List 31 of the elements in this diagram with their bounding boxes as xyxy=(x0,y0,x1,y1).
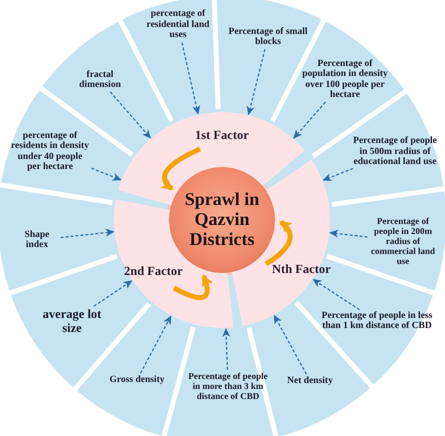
indicator-label: Percentage of people in 200m radius of commercial land use xyxy=(369,216,437,266)
arrow xyxy=(322,168,354,181)
indicator-label: Percentage of population in density over 100 people per hectare xyxy=(299,58,391,101)
indicator-label: Percentage of people in less than 1 km distance of CBD xyxy=(319,310,435,332)
arrow xyxy=(91,168,122,181)
indicator-label: average lot size xyxy=(41,307,103,335)
arrow xyxy=(181,42,200,115)
indicator-label: Percentage of people in 500m radius of educational land use xyxy=(353,136,437,168)
arrow xyxy=(60,228,115,238)
indicator-label: Shape index xyxy=(15,230,59,251)
arrow xyxy=(312,279,360,310)
factor-label: 1st Factor xyxy=(195,128,249,143)
arrow xyxy=(140,315,172,374)
curved-arrow xyxy=(172,274,213,300)
indicator-label: Percentage of small blocks xyxy=(228,26,308,48)
curved-arrow xyxy=(160,146,202,191)
arrow xyxy=(222,328,230,370)
arrow xyxy=(94,280,132,307)
indicator-label: Percentage of people in more than 3 km distance of CBD xyxy=(187,371,269,402)
arrow xyxy=(329,230,368,238)
indicator-label: percentage of residential land uses xyxy=(137,9,219,41)
indicator-label: Gross density xyxy=(95,374,179,386)
indicator-label: Net density xyxy=(275,376,345,386)
arrow xyxy=(293,102,326,139)
indicator-label: percentage of residents in density under 40 people per hectare xyxy=(10,130,90,173)
curved-arrow xyxy=(264,220,293,266)
factor-label: Nth Factor xyxy=(272,262,331,277)
arrow xyxy=(274,314,307,374)
indicator-label: fractal dimension xyxy=(70,70,130,91)
arrow xyxy=(246,49,266,116)
arrow xyxy=(110,92,151,139)
